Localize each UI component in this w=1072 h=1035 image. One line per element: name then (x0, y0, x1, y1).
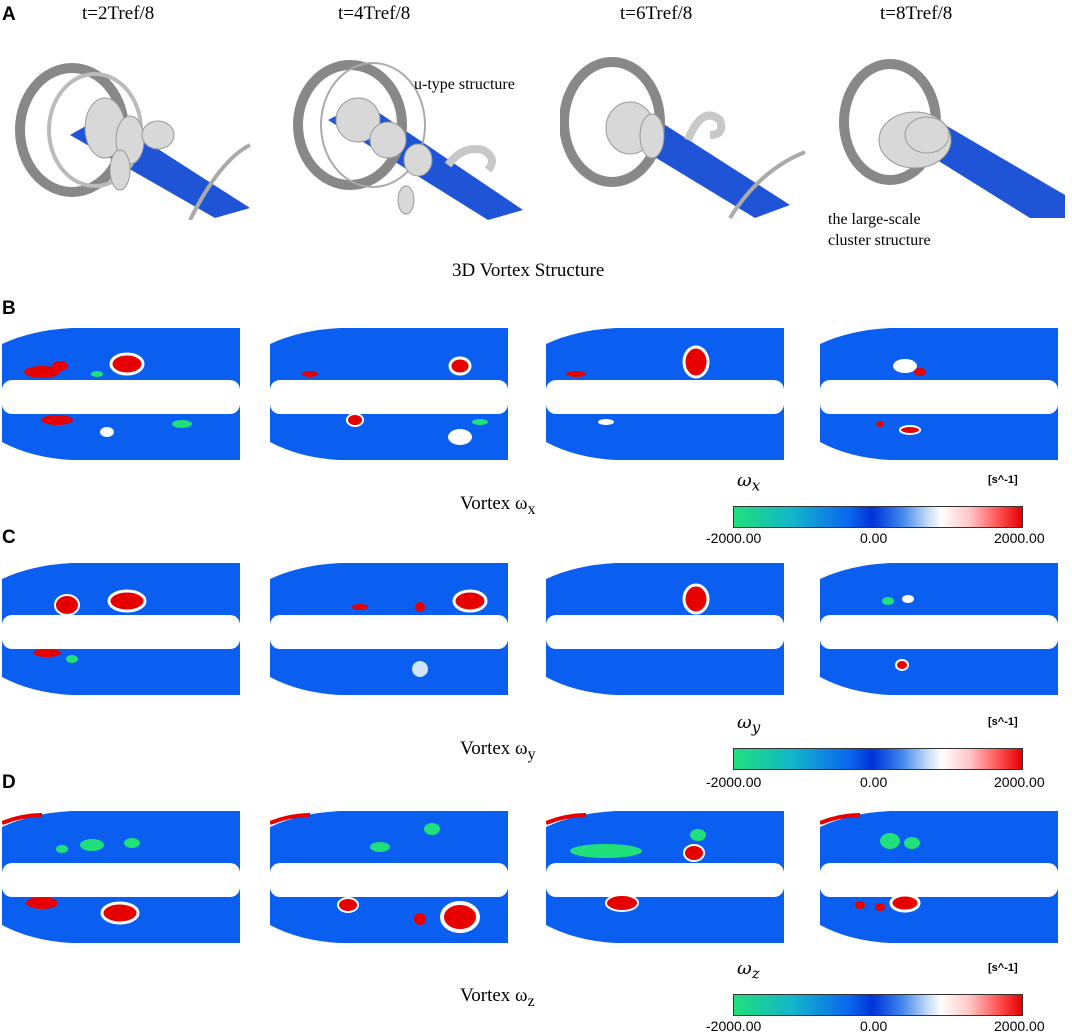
caption-3d-vortex: 3D Vortex Structure (452, 260, 605, 281)
shroud-ring (293, 60, 407, 190)
annotation-u-type: u-type structure (414, 76, 515, 93)
caption-vortex-wz: Vortex ωz (460, 985, 535, 1010)
colorbar-mid-c: 0.00 (860, 774, 888, 790)
colorbar-min-b: -2000.00 (706, 530, 762, 546)
contour-wy-4 (820, 563, 1058, 695)
time-label-3: t=6Tref/8 (620, 3, 693, 24)
colorbar-mid-d: 0.00 (860, 1018, 888, 1034)
contour-wz-4 (820, 811, 1058, 943)
vortex-tubes (335, 97, 496, 215)
contour-wy-1 (2, 563, 240, 695)
colorbar-min-d: -2000.00 (706, 1018, 762, 1034)
contour-wx-3 (546, 328, 784, 460)
contour-wz-1 (2, 811, 240, 943)
vortex-tubes (605, 101, 726, 159)
colorbar-min-c: -2000.00 (706, 774, 762, 790)
panel-label-b: B (2, 298, 16, 319)
symbol-omega-x: ωx (737, 470, 761, 495)
colorbar-c (733, 748, 1023, 770)
contour-wx-4 (820, 328, 1058, 460)
colorbar-unit-d: [s^-1] (988, 962, 1018, 974)
vortex-3d-render-1 (15, 63, 251, 220)
contour-wy-3 (546, 563, 784, 695)
symbol-omega-z: ωz (737, 958, 760, 983)
vortex-tubes (878, 111, 952, 169)
annotation-cluster-line1: the large-scale (828, 211, 921, 228)
colorbar-unit-c: [s^-1] (988, 716, 1018, 728)
panel-label-d: D (2, 772, 16, 793)
annotation-cluster-line2: cluster structure (828, 232, 931, 249)
time-label-1: t=2Tref/8 (82, 3, 155, 24)
caption-vortex-wy: Vortex ωy (460, 738, 536, 763)
vortex-tubes (84, 97, 175, 191)
vortex-3d-render-4 (839, 59, 1065, 218)
colorbar-unit-b: [s^-1] (988, 474, 1018, 486)
contour-wz-3 (546, 811, 784, 943)
time-label-2: t=4Tref/8 (338, 3, 411, 24)
colorbar-d (733, 994, 1023, 1016)
panel-label-a: A (2, 4, 16, 25)
vortex-3d-render-2 (293, 60, 523, 220)
caption-vortex-wx: Vortex ωx (460, 493, 536, 518)
colorbar-max-b: 2000.00 (994, 530, 1045, 546)
contour-wz-2 (270, 811, 508, 943)
colorbar-max-c: 2000.00 (994, 774, 1045, 790)
time-label-4: t=8Tref/8 (880, 3, 953, 24)
colorbar-max-d: 2000.00 (994, 1018, 1045, 1034)
colorbar-mid-b: 0.00 (860, 530, 888, 546)
panel-label-c: C (2, 527, 16, 548)
vortex-3d-render-3 (560, 57, 806, 220)
symbol-omega-y: ωy (737, 712, 761, 737)
contour-wx-2 (270, 328, 508, 460)
colorbar-b (733, 506, 1023, 528)
contour-wy-2 (270, 563, 508, 695)
contour-wx-1 (2, 328, 240, 460)
